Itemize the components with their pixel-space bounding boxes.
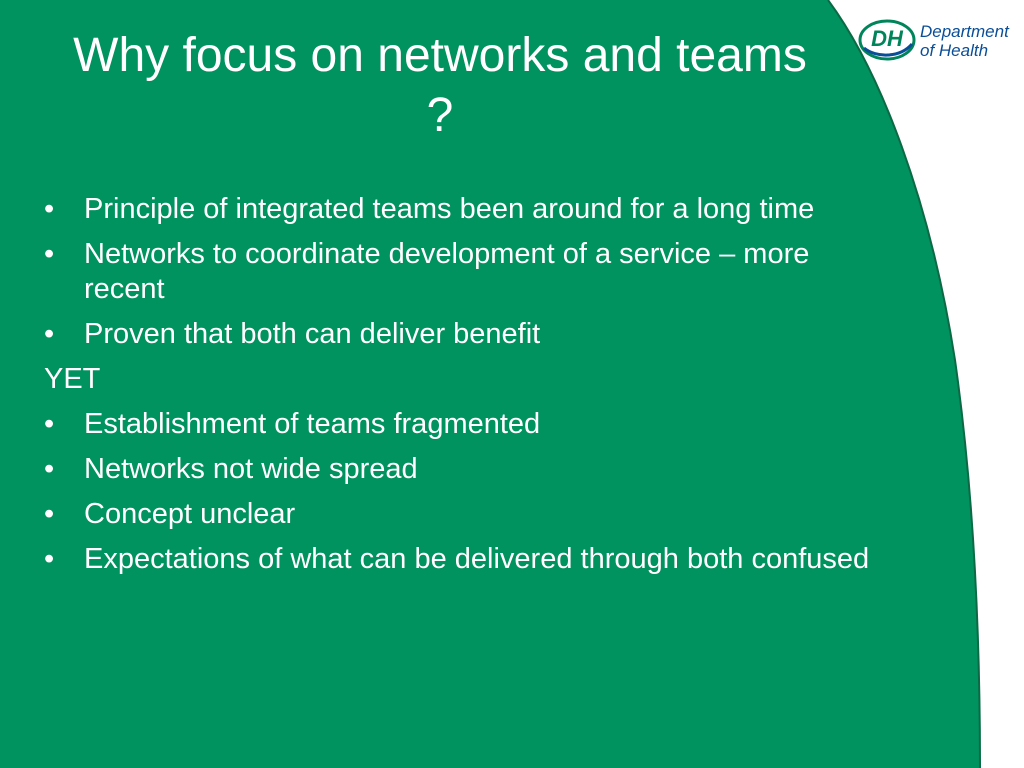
bullet-glyph: • (44, 498, 55, 530)
bullet-glyph: • (44, 453, 55, 485)
list-item: • Expectations of what can be delivered t… (44, 542, 884, 577)
department-of-health-logo: DH Department of Health (858, 18, 1018, 66)
slide-title: Why focus on networks and teams ? (73, 29, 807, 142)
bullet-glyph: • (44, 193, 55, 225)
list-item-text: Expectations of what can be delivered th… (84, 543, 870, 575)
bullet-glyph: • (44, 238, 55, 270)
logo-line-2: of Health (920, 41, 989, 60)
list-item-text: Concept unclear (84, 498, 296, 530)
list-item-text: Networks to coordinate development of a … (84, 238, 810, 305)
list-item-text: Establishment of teams fragmented (84, 408, 541, 440)
list-item: • Proven that both can deliver benefit (44, 317, 884, 352)
list-item: • Establishment of teams fragmented (44, 407, 884, 442)
list-item: • Concept unclear (44, 497, 884, 532)
bullet-list: • Principle of integrated teams been arou… (44, 192, 884, 587)
list-item: • Networks to coordinate development of a… (44, 237, 884, 307)
bullet-glyph: • (44, 408, 55, 440)
plain-line: YET (44, 363, 101, 395)
logo-wordmark: Department of Health (920, 22, 1009, 60)
list-item-text: Principle of integrated teams been aroun… (84, 193, 815, 225)
list-item: • Principle of integrated teams been arou… (44, 192, 884, 227)
logo-mark: DH (871, 26, 903, 51)
list-item-text: Proven that both can deliver benefit (84, 318, 541, 350)
list-item-text: Networks not wide spread (84, 453, 418, 485)
logo-line-1: Department (920, 22, 1009, 41)
bullet-glyph: • (44, 318, 55, 350)
dh-logo-ring-icon (858, 19, 916, 61)
list-item: • Networks not wide spread (44, 452, 884, 487)
bullet-glyph: • (44, 543, 55, 575)
